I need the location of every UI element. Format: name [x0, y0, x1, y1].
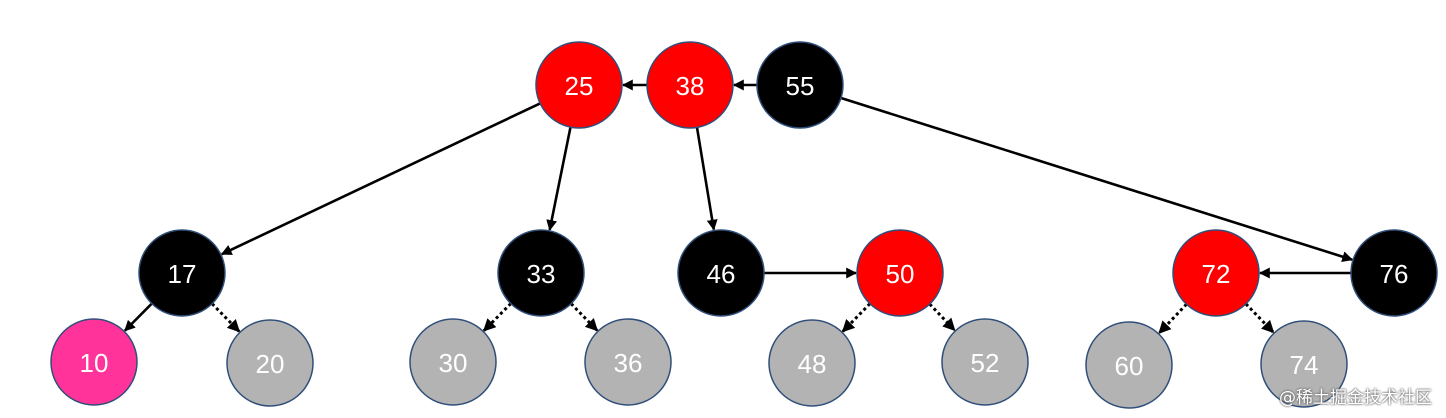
node-label-36: 36: [614, 348, 643, 378]
tree-node-33: 33: [497, 229, 585, 317]
node-circle-10: [50, 318, 138, 406]
node-circle-55: [756, 41, 844, 129]
tree-node-10: 10: [50, 318, 138, 406]
node-circle-36: [584, 318, 672, 406]
edge-33-to-30: [482, 302, 512, 332]
node-label-60: 60: [1115, 351, 1144, 381]
node-label-76: 76: [1380, 259, 1409, 289]
node-circle-76: [1350, 229, 1438, 317]
node-circle-46: [677, 229, 765, 317]
node-circle-50: [856, 229, 944, 317]
node-label-55: 55: [786, 71, 815, 101]
edge-72-to-74: [1244, 302, 1275, 334]
edge-38-to-46: [695, 127, 718, 231]
tree-node-72: 72: [1172, 229, 1260, 317]
node-label-52: 52: [971, 348, 1000, 378]
watermark-text: @稀土掘金技术社区: [1279, 388, 1432, 408]
node-label-20: 20: [256, 349, 285, 379]
edge-25-to-33: [546, 126, 572, 231]
tree-node-36: 36: [584, 318, 672, 406]
node-label-25: 25: [565, 71, 594, 101]
tree-node-50: 50: [856, 229, 944, 317]
node-circle-52: [941, 318, 1029, 406]
edge-55-to-76: [840, 96, 1354, 262]
node-circle-48: [768, 319, 856, 407]
node-circle-30: [409, 318, 497, 406]
node-label-74: 74: [1290, 350, 1319, 380]
node-label-38: 38: [676, 71, 705, 101]
nodes-layer: 25 38 55 17 33 46 50 72 76 10 20 30 36 48 52 60 74: [50, 41, 1438, 409]
edge-50-to-52: [928, 303, 956, 332]
node-label-33: 33: [527, 259, 556, 289]
tree-node-74: 74: [1260, 320, 1348, 408]
edge-33-to-36: [570, 302, 599, 332]
node-label-46: 46: [707, 259, 736, 289]
edge-17-to-20: [211, 302, 241, 333]
tree-node-48: 48: [768, 319, 856, 407]
edge-25-to-17: [220, 102, 541, 256]
node-circle-25: [535, 41, 623, 129]
node-circle-20: [226, 319, 314, 407]
node-circle-33: [497, 229, 585, 317]
tree-node-17: 17: [138, 229, 226, 317]
edge-50-to-48: [841, 302, 871, 333]
edge-17-to-10: [123, 302, 153, 332]
tree-node-55: 55: [756, 41, 844, 129]
node-label-72: 72: [1202, 259, 1231, 289]
tree-node-46: 46: [677, 229, 765, 317]
node-circle-38: [646, 41, 734, 129]
tree-node-20: 20: [226, 319, 314, 407]
tree-node-76: 76: [1350, 229, 1438, 317]
node-label-10: 10: [80, 348, 109, 378]
edges-layer: [123, 79, 1354, 335]
tree-node-38: 38: [646, 41, 734, 129]
node-circle-17: [138, 229, 226, 317]
node-circle-60: [1085, 321, 1173, 409]
edge-72-to-60: [1158, 303, 1188, 335]
tree-node-25: 25: [535, 41, 623, 129]
node-label-48: 48: [798, 349, 827, 379]
tree-node-60: 60: [1085, 321, 1173, 409]
node-label-50: 50: [886, 259, 915, 289]
tree-node-30: 30: [409, 318, 497, 406]
node-circle-72: [1172, 229, 1260, 317]
tree-node-52: 52: [941, 318, 1029, 406]
node-circle-74: [1260, 320, 1348, 408]
node-label-17: 17: [168, 259, 197, 289]
node-label-30: 30: [439, 348, 468, 378]
